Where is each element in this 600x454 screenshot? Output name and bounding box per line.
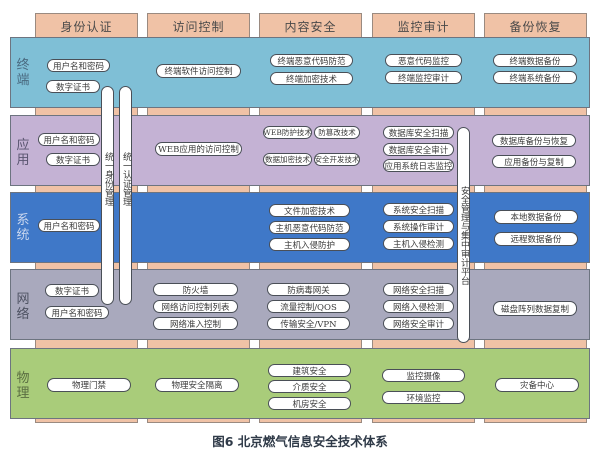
- cell-item: 监控摄像: [382, 369, 465, 382]
- cell-item: 流量控制/QOS: [267, 300, 350, 313]
- cell-item: 主机入侵检测: [383, 237, 454, 250]
- cell-item: 传输安全/VPN: [267, 317, 350, 330]
- cell-item: WEB防护技术: [263, 126, 312, 139]
- cell-item: 建筑安全: [268, 364, 351, 377]
- cell-item: 防火墙: [153, 283, 238, 296]
- cell-item: 远程数据备份: [494, 232, 578, 246]
- cell-item: 终端恶意代码防范: [270, 54, 353, 67]
- unified-auth-management-bar: 统一认证管理: [119, 86, 132, 305]
- cell-item: 网络入侵检测: [383, 300, 454, 313]
- cell-item: 网络访问控制列表: [153, 300, 238, 313]
- cell-item: 用户名和密码: [45, 306, 109, 319]
- security-audit-platform-bar: 安全管理与集中审计平台: [457, 127, 470, 343]
- cell-item: 磁盘阵列数据复制: [493, 301, 577, 316]
- cell-item: 终端系统备份: [493, 71, 577, 84]
- cell-item: 数据加密技术: [263, 153, 312, 166]
- figure-caption: 图6 北京燃气信息安全技术体系: [212, 434, 388, 449]
- cell-item: 安全开发技术: [314, 153, 360, 166]
- cell-item: 用户名和密码: [47, 59, 110, 72]
- vbar-label: 安全管理与集中审计平台: [459, 186, 469, 285]
- row-label: 网络: [16, 292, 30, 322]
- cell-item: 网络安全审计: [383, 317, 454, 330]
- cell-item: 系统操作审计: [383, 220, 454, 233]
- cell-item: 用户名和密码: [38, 219, 100, 232]
- column-label: 备份恢复: [509, 20, 562, 34]
- cell-item: 防病毒网关: [267, 283, 350, 296]
- row-label: 系统: [16, 213, 30, 243]
- cell-item: 数据库安全审计: [383, 143, 454, 156]
- cell-item: 机房安全: [268, 397, 351, 410]
- row-label: 应用: [16, 138, 30, 168]
- cell-item: 恶意代码监控: [385, 54, 462, 67]
- cell-item: 介质安全: [268, 380, 351, 393]
- cell-item: 灾备中心: [495, 378, 579, 392]
- cell-item: 数字证书: [46, 153, 100, 166]
- cell-item: 数字证书: [46, 80, 100, 93]
- cell-item: 数据库安全扫描: [383, 126, 454, 139]
- cell-item: 应用系统日志监控: [383, 159, 454, 172]
- cell-item: 终端数据备份: [493, 54, 577, 67]
- cell-item: 终端软件访问控制: [156, 64, 241, 78]
- cell-item: 本地数据备份: [494, 210, 578, 224]
- cell-item: 终端监控审计: [385, 71, 462, 84]
- cell-item: WEB应用的访问控制: [155, 142, 242, 156]
- cell-item: 防篡改技术: [314, 126, 360, 139]
- column-label: 内容安全: [284, 20, 337, 34]
- cell-item: 物理安全隔离: [155, 378, 239, 392]
- cell-item: 数字证书: [45, 284, 99, 297]
- unified-identity-management-bar: 统一身份管理: [101, 86, 114, 305]
- cell-item: 应用备份与复制: [492, 155, 576, 168]
- cell-item: 主机入侵防护: [269, 238, 350, 251]
- cell-item: 环境监控: [382, 391, 465, 404]
- cell-item: 文件加密技术: [269, 204, 350, 217]
- cell-item: 数据库备份与恢复: [492, 134, 576, 147]
- row-label: 物理: [16, 371, 30, 401]
- cell-item: 主机恶意代码防范: [269, 221, 350, 234]
- column-label: 身份认证: [60, 20, 113, 34]
- column-label: 监控审计: [397, 20, 450, 34]
- cell-item: 网络准入控制: [153, 317, 238, 330]
- cell-item: 系统安全扫描: [383, 203, 454, 216]
- cell-item: 物理门禁: [47, 378, 131, 392]
- column-label: 访问控制: [172, 20, 225, 34]
- cell-item: 网络安全扫描: [383, 283, 454, 296]
- cell-item: 终端加密技术: [270, 72, 353, 85]
- vbar-label: 统一认证管理: [121, 152, 131, 206]
- vbar-label: 统一身份管理: [103, 152, 113, 206]
- row-label: 终端: [16, 58, 30, 88]
- cell-item: 用户名和密码: [38, 133, 100, 146]
